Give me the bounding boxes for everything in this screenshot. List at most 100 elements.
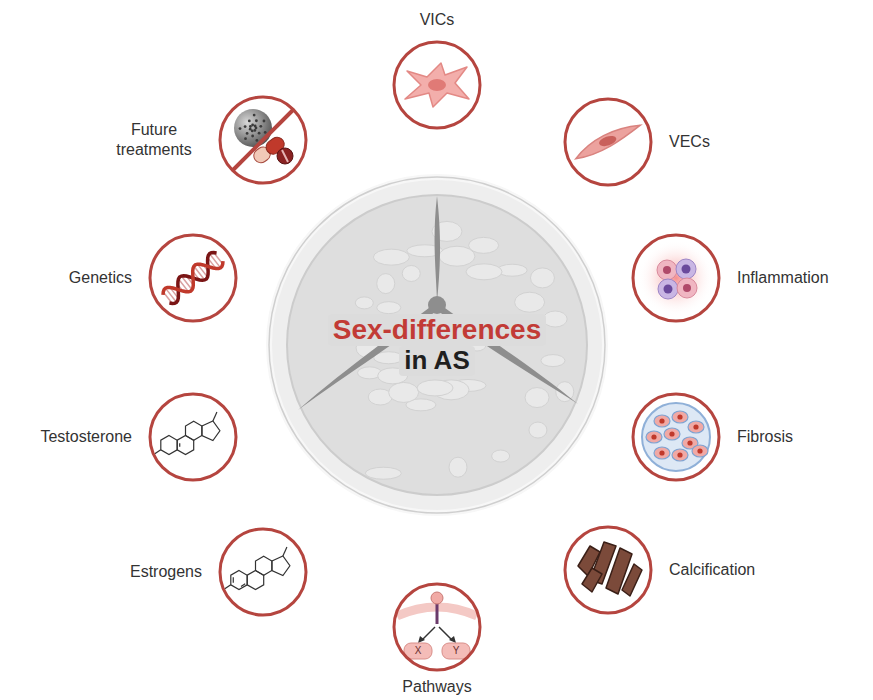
icon-disc — [394, 42, 480, 128]
cusp-texture — [373, 249, 409, 265]
topic-label: Estrogens — [130, 562, 202, 582]
topic-label: VECs — [669, 132, 710, 152]
testosterone-structure — [155, 412, 220, 455]
circle-outline — [220, 97, 306, 183]
sphere-dot — [264, 131, 267, 134]
icon-disc — [220, 97, 306, 183]
sphere-dot — [253, 114, 256, 117]
sphere-dot — [263, 120, 266, 123]
topic-label: Pathways — [402, 677, 471, 697]
circle-outline — [218, 527, 308, 617]
topic-circle: Estrogens — [218, 527, 308, 617]
icon-disc — [565, 99, 651, 185]
topic-label: Future treatments — [106, 120, 202, 160]
sphere-dot — [251, 135, 254, 138]
bond — [225, 585, 231, 589]
gene-label: X — [408, 645, 428, 657]
topic-label: Fibrosis — [737, 427, 793, 447]
fibro-nucleus — [693, 424, 698, 429]
vec-cell — [571, 123, 644, 160]
ring — [272, 556, 290, 576]
cusp-texture — [355, 297, 373, 309]
icon-disc — [150, 394, 236, 480]
cusp-texture — [377, 274, 395, 294]
cusp-texture — [543, 311, 567, 327]
sphere-dot — [254, 124, 257, 127]
circle-outline — [565, 99, 651, 185]
sphere-dot — [244, 137, 247, 140]
sphere-dot — [246, 132, 249, 135]
valve-title: Sex-differencesin AS — [269, 177, 605, 513]
fibro-nucleus — [687, 440, 692, 445]
fibro-cell — [646, 431, 662, 443]
sphere-dot — [255, 139, 258, 142]
cusp-texture — [469, 237, 499, 253]
icon-disc — [565, 527, 651, 613]
fibro-cell — [688, 421, 704, 433]
icon-disc — [633, 394, 719, 480]
ring — [231, 571, 247, 590]
topic-circle: VECs — [563, 97, 653, 187]
dna-helix — [161, 250, 226, 306]
sphere-dot — [255, 119, 258, 122]
topic-label: Genetics — [69, 268, 132, 288]
circle-outline — [218, 95, 308, 185]
cusp-texture — [541, 355, 565, 367]
cusp-texture — [449, 457, 467, 477]
circle-outline — [563, 97, 653, 187]
circle-outline — [392, 40, 482, 130]
cusp-texture — [515, 292, 545, 312]
circle-outline — [150, 394, 236, 480]
bond — [213, 412, 217, 421]
cusp-texture — [466, 264, 502, 280]
ring — [186, 421, 202, 440]
sphere-dot — [244, 125, 247, 128]
fibrosis-tissue — [642, 403, 710, 471]
topic-circle: Genetics — [148, 233, 238, 323]
vic-cell — [405, 63, 469, 107]
cusp-texture — [439, 246, 475, 266]
topic-label: Inflammation — [737, 268, 829, 288]
double-bond — [233, 577, 234, 583]
icon-disc — [150, 235, 236, 321]
circle-outline — [394, 42, 480, 128]
cusp-texture — [389, 382, 419, 402]
circle-outline — [631, 392, 721, 482]
fibro-nucleus — [659, 450, 664, 455]
topic-circle: Testosterone — [148, 392, 238, 482]
fibro-nucleus — [697, 448, 702, 453]
topic-label: Testosterone — [40, 427, 132, 447]
icon-disc — [220, 529, 306, 615]
circle-outline — [633, 394, 719, 480]
ring — [161, 436, 177, 455]
fibro-nucleus — [651, 434, 656, 439]
ring — [256, 556, 272, 575]
fibro-cell — [654, 415, 670, 427]
topic-circle: VICs — [392, 40, 482, 130]
sphere-dot — [239, 127, 242, 130]
strand — [161, 250, 226, 306]
fibro-cell — [664, 428, 680, 440]
sphere-dot — [253, 129, 256, 132]
sphere-dot — [258, 132, 261, 135]
circle-outline — [565, 527, 651, 613]
icon-disc — [394, 584, 480, 670]
bond — [155, 450, 161, 454]
ring — [202, 421, 220, 441]
circle-outline — [148, 233, 238, 323]
bond — [283, 547, 287, 556]
circle-outline — [394, 584, 480, 670]
cusp-texture — [530, 268, 554, 288]
signalling-pathway — [397, 592, 477, 659]
circle-outline — [633, 235, 719, 321]
treatment-icons — [232, 109, 294, 171]
fibro-cell — [672, 449, 688, 461]
gene-label: Y — [446, 645, 466, 657]
icon-disc — [633, 235, 719, 321]
cusp-texture — [525, 388, 549, 408]
circle-outline — [220, 529, 306, 615]
cusp-texture — [417, 380, 453, 396]
circle-outline — [631, 233, 721, 323]
circle-outline — [392, 582, 482, 672]
